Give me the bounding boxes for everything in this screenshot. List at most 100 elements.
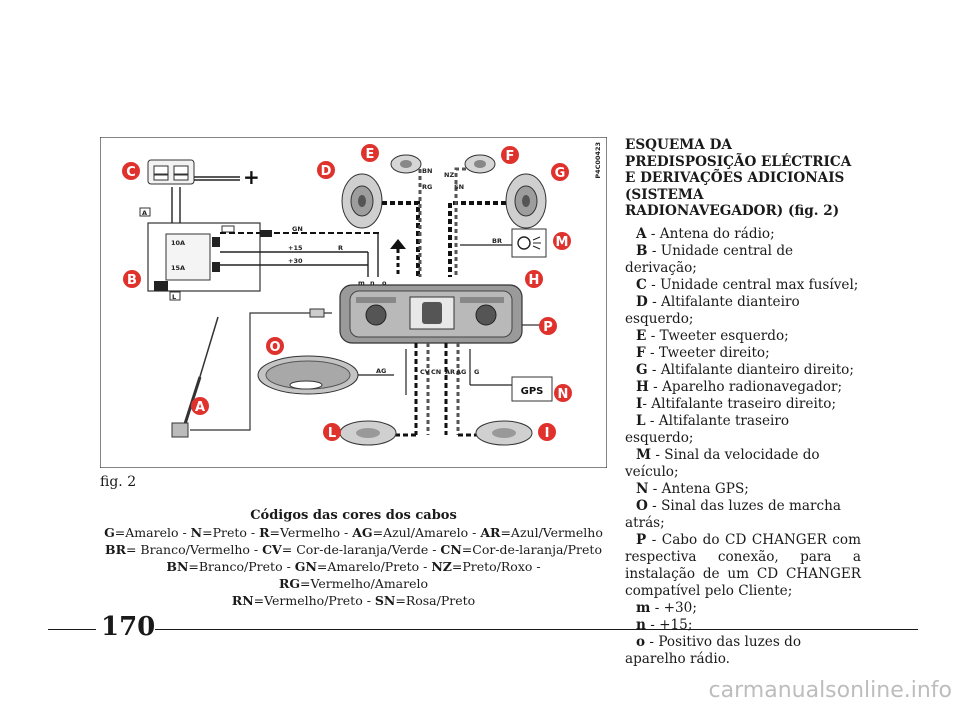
wire-label-cv: CV — [420, 368, 430, 376]
code-key: CV — [262, 542, 282, 557]
legend-item: m - +30; — [625, 600, 861, 617]
figure-code: P4C00423 — [594, 142, 602, 179]
svg-text:N: N — [558, 387, 569, 402]
wire-label-g: G — [474, 368, 479, 376]
svg-text:A: A — [195, 400, 205, 415]
legend-item: o - Positivo das luzes do aparelho rádio… — [625, 634, 861, 668]
legend-item: G - Altifalante dianteiro direito; — [625, 362, 861, 379]
svg-text:L: L — [328, 426, 336, 441]
legend-text: - Sinal das luzes de marcha atrás; — [625, 497, 842, 531]
legend-list: A - Antena do rádio;B - Unidade central … — [625, 226, 861, 668]
gps-label: GPS — [521, 386, 544, 397]
legend-text: - +15; — [645, 616, 693, 633]
page-number: 170 — [101, 612, 156, 642]
code-value: =Preto - — [202, 525, 260, 540]
svg-text:D: D — [321, 164, 332, 179]
rear-wires: CV CN AR AG G — [392, 343, 512, 437]
footer-rule-left — [48, 629, 96, 630]
wire-label-r: R — [338, 244, 343, 252]
legend-text: - Altifalante dianteiro direito; — [647, 361, 854, 378]
marker-l: L — [323, 423, 341, 441]
code-key: RN — [231, 593, 254, 608]
legend-key: m — [636, 599, 651, 616]
code-key: AG — [352, 525, 373, 540]
svg-text:E: E — [366, 147, 375, 162]
footer-rule-right — [155, 629, 918, 630]
figure-caption: fig. 2 — [100, 474, 137, 490]
code-value: =Azul/Amarelo - — [372, 525, 481, 540]
fuse-10a-label: 10A — [171, 239, 185, 247]
code-value: = Branco/Vermelho - — [125, 542, 263, 557]
section-title: ESQUEMA DA PREDISPOSIÇÃO ELÉCTRICA E DER… — [625, 137, 852, 219]
instrument-cluster: AG — [257, 355, 394, 395]
code-key: RG — [278, 576, 301, 591]
legend-item: O - Sinal das luzes de marcha atrás; — [625, 498, 861, 532]
wiring-diagram: P4C00423 + A L 10A 15A GN +15 R — [100, 137, 607, 468]
code-value: =Azul/Vermelho — [500, 525, 603, 540]
right-tweeter — [464, 154, 496, 174]
wire-label-o: o — [382, 279, 387, 287]
legend-key: H — [636, 378, 649, 395]
code-key: AR — [480, 525, 501, 540]
marker-b: B — [123, 270, 141, 288]
marker-i: I — [538, 423, 556, 441]
legend-item: M - Sinal da velocidade do veículo; — [625, 447, 861, 481]
legend-key: N — [636, 480, 649, 497]
code-key: N — [190, 525, 203, 540]
marker-p: P — [539, 317, 557, 335]
box-label-l: L — [172, 293, 176, 301]
wire-label-cn: CN — [431, 368, 441, 376]
codes-line: BR= Branco/Vermelho - CV= Cor-de-laranja… — [100, 541, 607, 558]
plus-symbol: + — [243, 165, 260, 189]
wire-label-sn: SN — [454, 183, 464, 191]
legend-key: n — [636, 616, 646, 633]
legend-item: I- Altifalante traseiro direito; — [625, 396, 861, 413]
codes-title: Códigos das cores dos cabos — [250, 508, 457, 523]
code-value: =Rosa/Preto — [395, 593, 476, 608]
legend-text: - Altifalante traseiro esquerdo; — [625, 412, 790, 446]
legend-item: H - Aparelho radionavegador; — [625, 379, 861, 396]
navigation-radio-unit — [339, 284, 523, 344]
legend-key: o — [636, 633, 646, 650]
svg-text:B: B — [127, 273, 137, 288]
code-key: R — [259, 525, 270, 540]
legend-key: I — [636, 395, 643, 412]
legend-text: - Sinal da velocidade do veículo; — [625, 446, 820, 480]
wire-label-gn: GN — [292, 225, 303, 233]
wire-label-ag-left: AG — [376, 367, 386, 375]
junction-unit: A L 10A 15A — [139, 187, 261, 301]
legend-key: F — [636, 344, 646, 361]
legend-text: - Unidade central de derivação; — [625, 242, 794, 276]
code-value: =Cor-de-laranja/Preto — [461, 542, 602, 557]
legend-text: - Positivo das luzes do aparelho rádio. — [625, 633, 802, 667]
legend-text: - Antena GPS; — [648, 480, 749, 497]
wire-label-ag-right: AG — [456, 368, 466, 376]
codes-lines: G=Amarelo - N=Preto - R=Vermelho - AG=Az… — [100, 524, 607, 609]
legend-text: - Aparelho radionavegador; — [648, 378, 843, 395]
legend-item: B - Unidade central de derivação; — [625, 243, 861, 277]
box-label-a: A — [142, 209, 147, 217]
wire-label-nz: NZ — [444, 171, 454, 179]
marker-f: F — [501, 146, 519, 164]
code-value: =Vermelho - — [269, 525, 353, 540]
legend-key: O — [636, 497, 648, 514]
legend-item: n - +15; — [625, 617, 861, 634]
code-key: CN — [440, 542, 462, 557]
marker-g: G — [551, 163, 569, 181]
legend-text: - Antena do rádio; — [646, 225, 775, 242]
marker-m: O — [266, 337, 284, 355]
code-value: =Vermelho/Preto - — [253, 593, 375, 608]
wire-label-plus30: +30 — [288, 257, 303, 265]
codes-line: RN=Vermelho/Preto - SN=Rosa/Preto — [100, 592, 607, 609]
code-key: G — [104, 525, 115, 540]
wire-label-ar: AR — [445, 368, 455, 376]
marker-n: N — [554, 384, 572, 402]
antenna-cable — [190, 312, 332, 431]
legend-text: - Tweeter direito; — [645, 344, 770, 361]
legend-item: A - Antena do rádio; — [625, 226, 861, 243]
gps-antenna: GPS — [511, 376, 553, 402]
legend-item: D - Altifalante dianteiro esquerdo; — [625, 294, 861, 328]
marker-o: M — [553, 232, 571, 250]
svg-text:I: I — [545, 426, 550, 441]
code-key: GN — [294, 559, 317, 574]
